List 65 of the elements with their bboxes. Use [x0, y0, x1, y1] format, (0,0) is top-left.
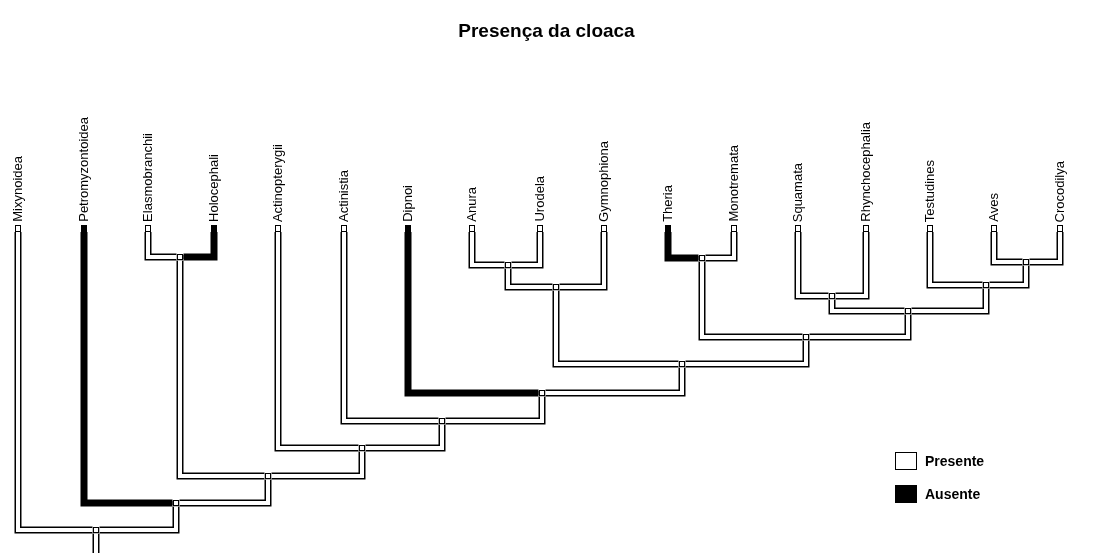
- taxon-label: Actinopterygii: [271, 143, 285, 222]
- taxon-label: Anura: [465, 187, 479, 222]
- taxon-label: Testudines: [923, 159, 937, 222]
- tree-branch: [698, 261, 803, 341]
- branch-node: [802, 333, 809, 340]
- branch-node: [552, 283, 559, 290]
- branch-node: [904, 307, 911, 314]
- branch-node: [438, 417, 445, 424]
- tree-branch: [144, 232, 177, 261]
- tree-branch: [828, 299, 905, 315]
- tree-branch: [365, 424, 446, 452]
- branch-node: [176, 253, 183, 260]
- taxon-label: Petromyzontoidea: [77, 117, 91, 222]
- tree-branch: [271, 451, 366, 480]
- taxon-label: Gymnophiona: [597, 141, 611, 222]
- branch-node: [92, 526, 99, 533]
- tree-branch: [99, 506, 180, 534]
- tree-branch: [504, 268, 553, 291]
- legend-label: Ausente: [925, 486, 981, 502]
- taxon-label: Crocodilya: [1053, 160, 1067, 222]
- tree-branch: [176, 260, 265, 480]
- branch-node: [828, 292, 835, 299]
- tree-branch: [274, 232, 359, 452]
- branch-node: [1022, 258, 1029, 265]
- tree-branch: [92, 533, 100, 553]
- tree-branch: [685, 340, 810, 368]
- tree-branch: [990, 232, 1023, 266]
- branch-node: [358, 444, 365, 451]
- tree-branch: [809, 314, 912, 341]
- branch-node: [172, 499, 179, 506]
- legend-label: Presente: [925, 453, 985, 469]
- tree-branch: [911, 288, 990, 315]
- taxon-label: Urodela: [533, 176, 547, 222]
- taxon-label: Mixynoidea: [11, 156, 25, 222]
- tree-branch: [468, 232, 505, 269]
- tree-branch: [926, 232, 983, 289]
- tree-branch: [559, 232, 608, 291]
- tree-branch: [552, 290, 679, 368]
- branch-node: [982, 281, 989, 288]
- tree-branch: [545, 367, 686, 397]
- tree-branch: [1029, 232, 1064, 266]
- taxon-label: Monotremata: [727, 145, 741, 222]
- tree-branch: [511, 232, 544, 269]
- taxon-label: Theria: [661, 185, 675, 222]
- tree-branch: [835, 232, 870, 300]
- taxon-label: Squamata: [791, 162, 805, 222]
- taxon-label: Dipnoi: [401, 185, 415, 222]
- branch-node: [504, 261, 511, 268]
- tree-branch: [705, 232, 738, 262]
- title: Presença da cloaca: [458, 20, 635, 42]
- tree-branch: [989, 265, 1030, 289]
- taxon-label: Actinistia: [337, 169, 351, 222]
- tree-branch: [14, 232, 93, 534]
- taxon-label: Rhynchocephalia: [859, 122, 873, 222]
- branch-node: [538, 389, 545, 396]
- branch-node: [698, 254, 705, 261]
- taxon-label: Holocephali: [207, 154, 221, 222]
- tree-branch: [794, 232, 829, 300]
- tree-branch: [340, 232, 439, 425]
- taxon-label: Aves: [987, 193, 1001, 222]
- tree-branch: [179, 479, 272, 507]
- branch-node: [678, 360, 685, 367]
- tree-branch: [445, 396, 546, 425]
- branch-node: [264, 472, 271, 479]
- taxon-label: Elasmobranchii: [141, 133, 155, 222]
